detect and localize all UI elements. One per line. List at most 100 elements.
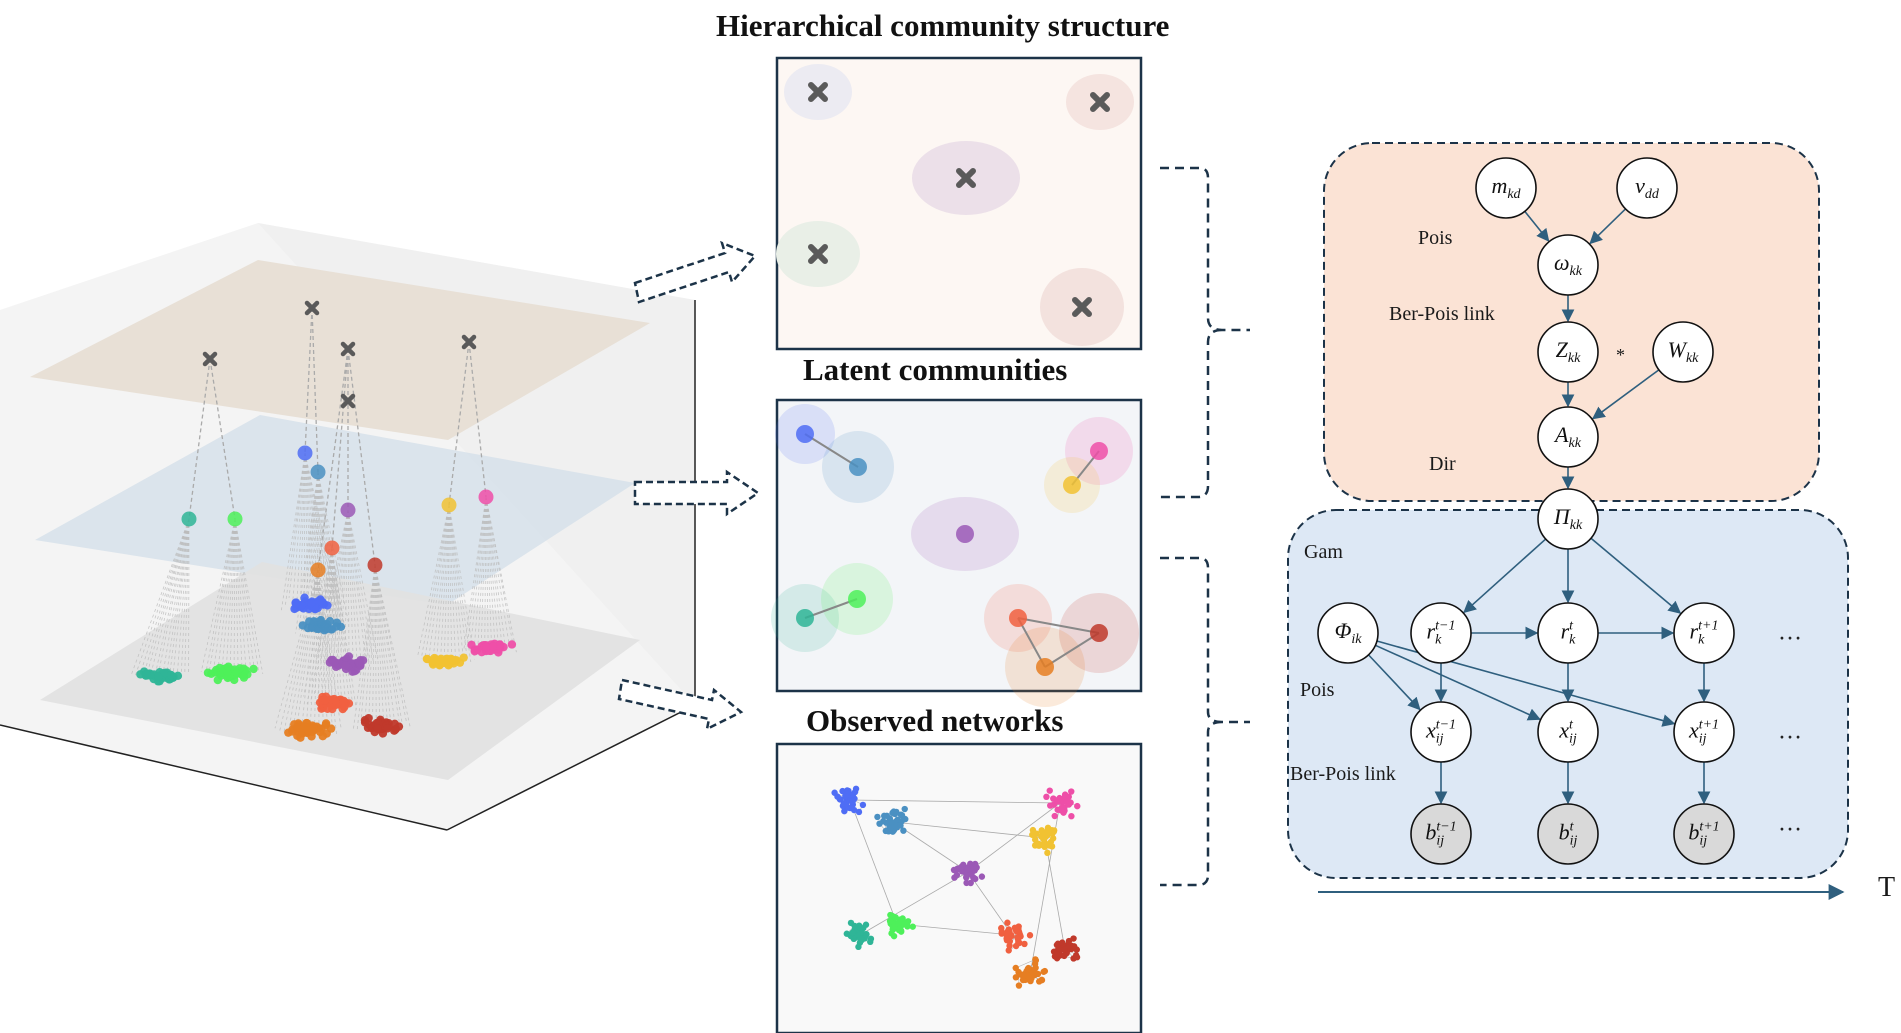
bottom-layer-plane [40, 562, 640, 780]
observed-node [887, 911, 894, 919]
model-node-m [1475, 157, 1537, 219]
brace-top [1160, 166, 1250, 499]
membership-link [204, 518, 236, 676]
observed-node [898, 928, 905, 935]
membership-link [448, 504, 453, 663]
member-node [341, 661, 350, 670]
observed-node [1061, 793, 1069, 800]
latent-community-node [181, 511, 197, 527]
observed-node [886, 917, 894, 925]
observed-node [1049, 835, 1057, 842]
member-node [354, 658, 364, 667]
observed-node [1036, 978, 1043, 985]
membership-link [213, 518, 236, 671]
box-edge-bottom [0, 724, 448, 831]
observed-node [1003, 936, 1011, 944]
member-node [203, 668, 213, 677]
model-node-b1 [1410, 803, 1472, 865]
continuation-ellipsis: … [1778, 718, 1802, 745]
observed-node [972, 875, 979, 883]
label-berpois-top: Ber-Pois link [1389, 303, 1495, 325]
observed-node [1059, 939, 1066, 946]
membership-link [347, 509, 379, 660]
latent-community-node [796, 425, 814, 443]
observed-node [909, 923, 916, 930]
latent-community-node [227, 511, 243, 527]
membership-link [225, 518, 236, 677]
observed-node [851, 922, 858, 930]
model-edge [1590, 537, 1682, 614]
observed-node [960, 861, 967, 869]
observed-panel [775, 742, 1143, 1033]
braces [1160, 166, 1250, 887]
hierarchy-marker [956, 168, 976, 188]
member-node [507, 640, 517, 649]
observed-node [896, 916, 904, 924]
latent-community-node [956, 525, 974, 543]
model-edge [1463, 538, 1547, 614]
model-node-label-m: mkd [1491, 172, 1521, 203]
model-node-v [1616, 157, 1678, 219]
membership-link [331, 547, 350, 703]
member-node [167, 670, 176, 680]
observed-node [953, 871, 961, 879]
observed-node [883, 812, 891, 820]
observed-node [1051, 812, 1058, 820]
model-node-W [1652, 321, 1714, 383]
membership-link [234, 518, 255, 672]
observed-node [855, 808, 863, 816]
membership-link [234, 518, 264, 674]
observed-node [1012, 964, 1019, 972]
hierarchy-link [304, 307, 313, 454]
membership-link [485, 496, 517, 653]
membership-link [448, 504, 456, 661]
observed-node [1047, 802, 1054, 809]
membership-link [303, 547, 333, 697]
membership-link [324, 509, 349, 665]
membership-link [347, 509, 366, 659]
arrow-to-observed [617, 678, 744, 732]
brace-bottom [1160, 556, 1250, 887]
membership-link [473, 496, 487, 650]
latent-community-node [310, 464, 326, 480]
latent-panel [775, 398, 1143, 693]
observed-node [1012, 974, 1020, 981]
membership-link [169, 518, 190, 677]
membership-link [304, 452, 317, 607]
hierarchy-link [331, 348, 349, 549]
model-node-r2 [1537, 602, 1599, 664]
membership-link [157, 518, 190, 676]
member-node [304, 726, 313, 735]
membership-link [477, 496, 487, 651]
observed-node [839, 787, 846, 795]
observed-edge [896, 923, 1013, 936]
model-node-label-Pi: Πkk [1553, 503, 1583, 534]
member-node [323, 704, 332, 713]
hierarchy-link [188, 358, 211, 520]
observed-node [964, 865, 971, 873]
hierarchy-link [448, 341, 470, 506]
observed-node [882, 827, 890, 835]
observed-node [855, 943, 862, 951]
membership-link [374, 564, 400, 722]
observed-node [890, 932, 898, 940]
member-node [300, 593, 309, 602]
member-node [316, 617, 325, 626]
membership-link [317, 471, 335, 627]
membership-link [303, 452, 306, 604]
observed-node [1044, 849, 1051, 857]
membership-link [463, 496, 487, 652]
membership-link [283, 569, 319, 733]
member-node [336, 622, 346, 631]
membership-link [424, 504, 450, 658]
model-edge [1524, 210, 1550, 242]
title-observed: Observed networks [806, 703, 1064, 738]
model-node-label-w: ωkk [1554, 249, 1582, 280]
observed-node [1031, 836, 1039, 843]
latent-community-node [297, 445, 313, 461]
observed-edge [967, 871, 1013, 936]
model-node-Pi [1537, 488, 1599, 550]
member-node [339, 696, 348, 706]
membership-link [134, 518, 190, 676]
